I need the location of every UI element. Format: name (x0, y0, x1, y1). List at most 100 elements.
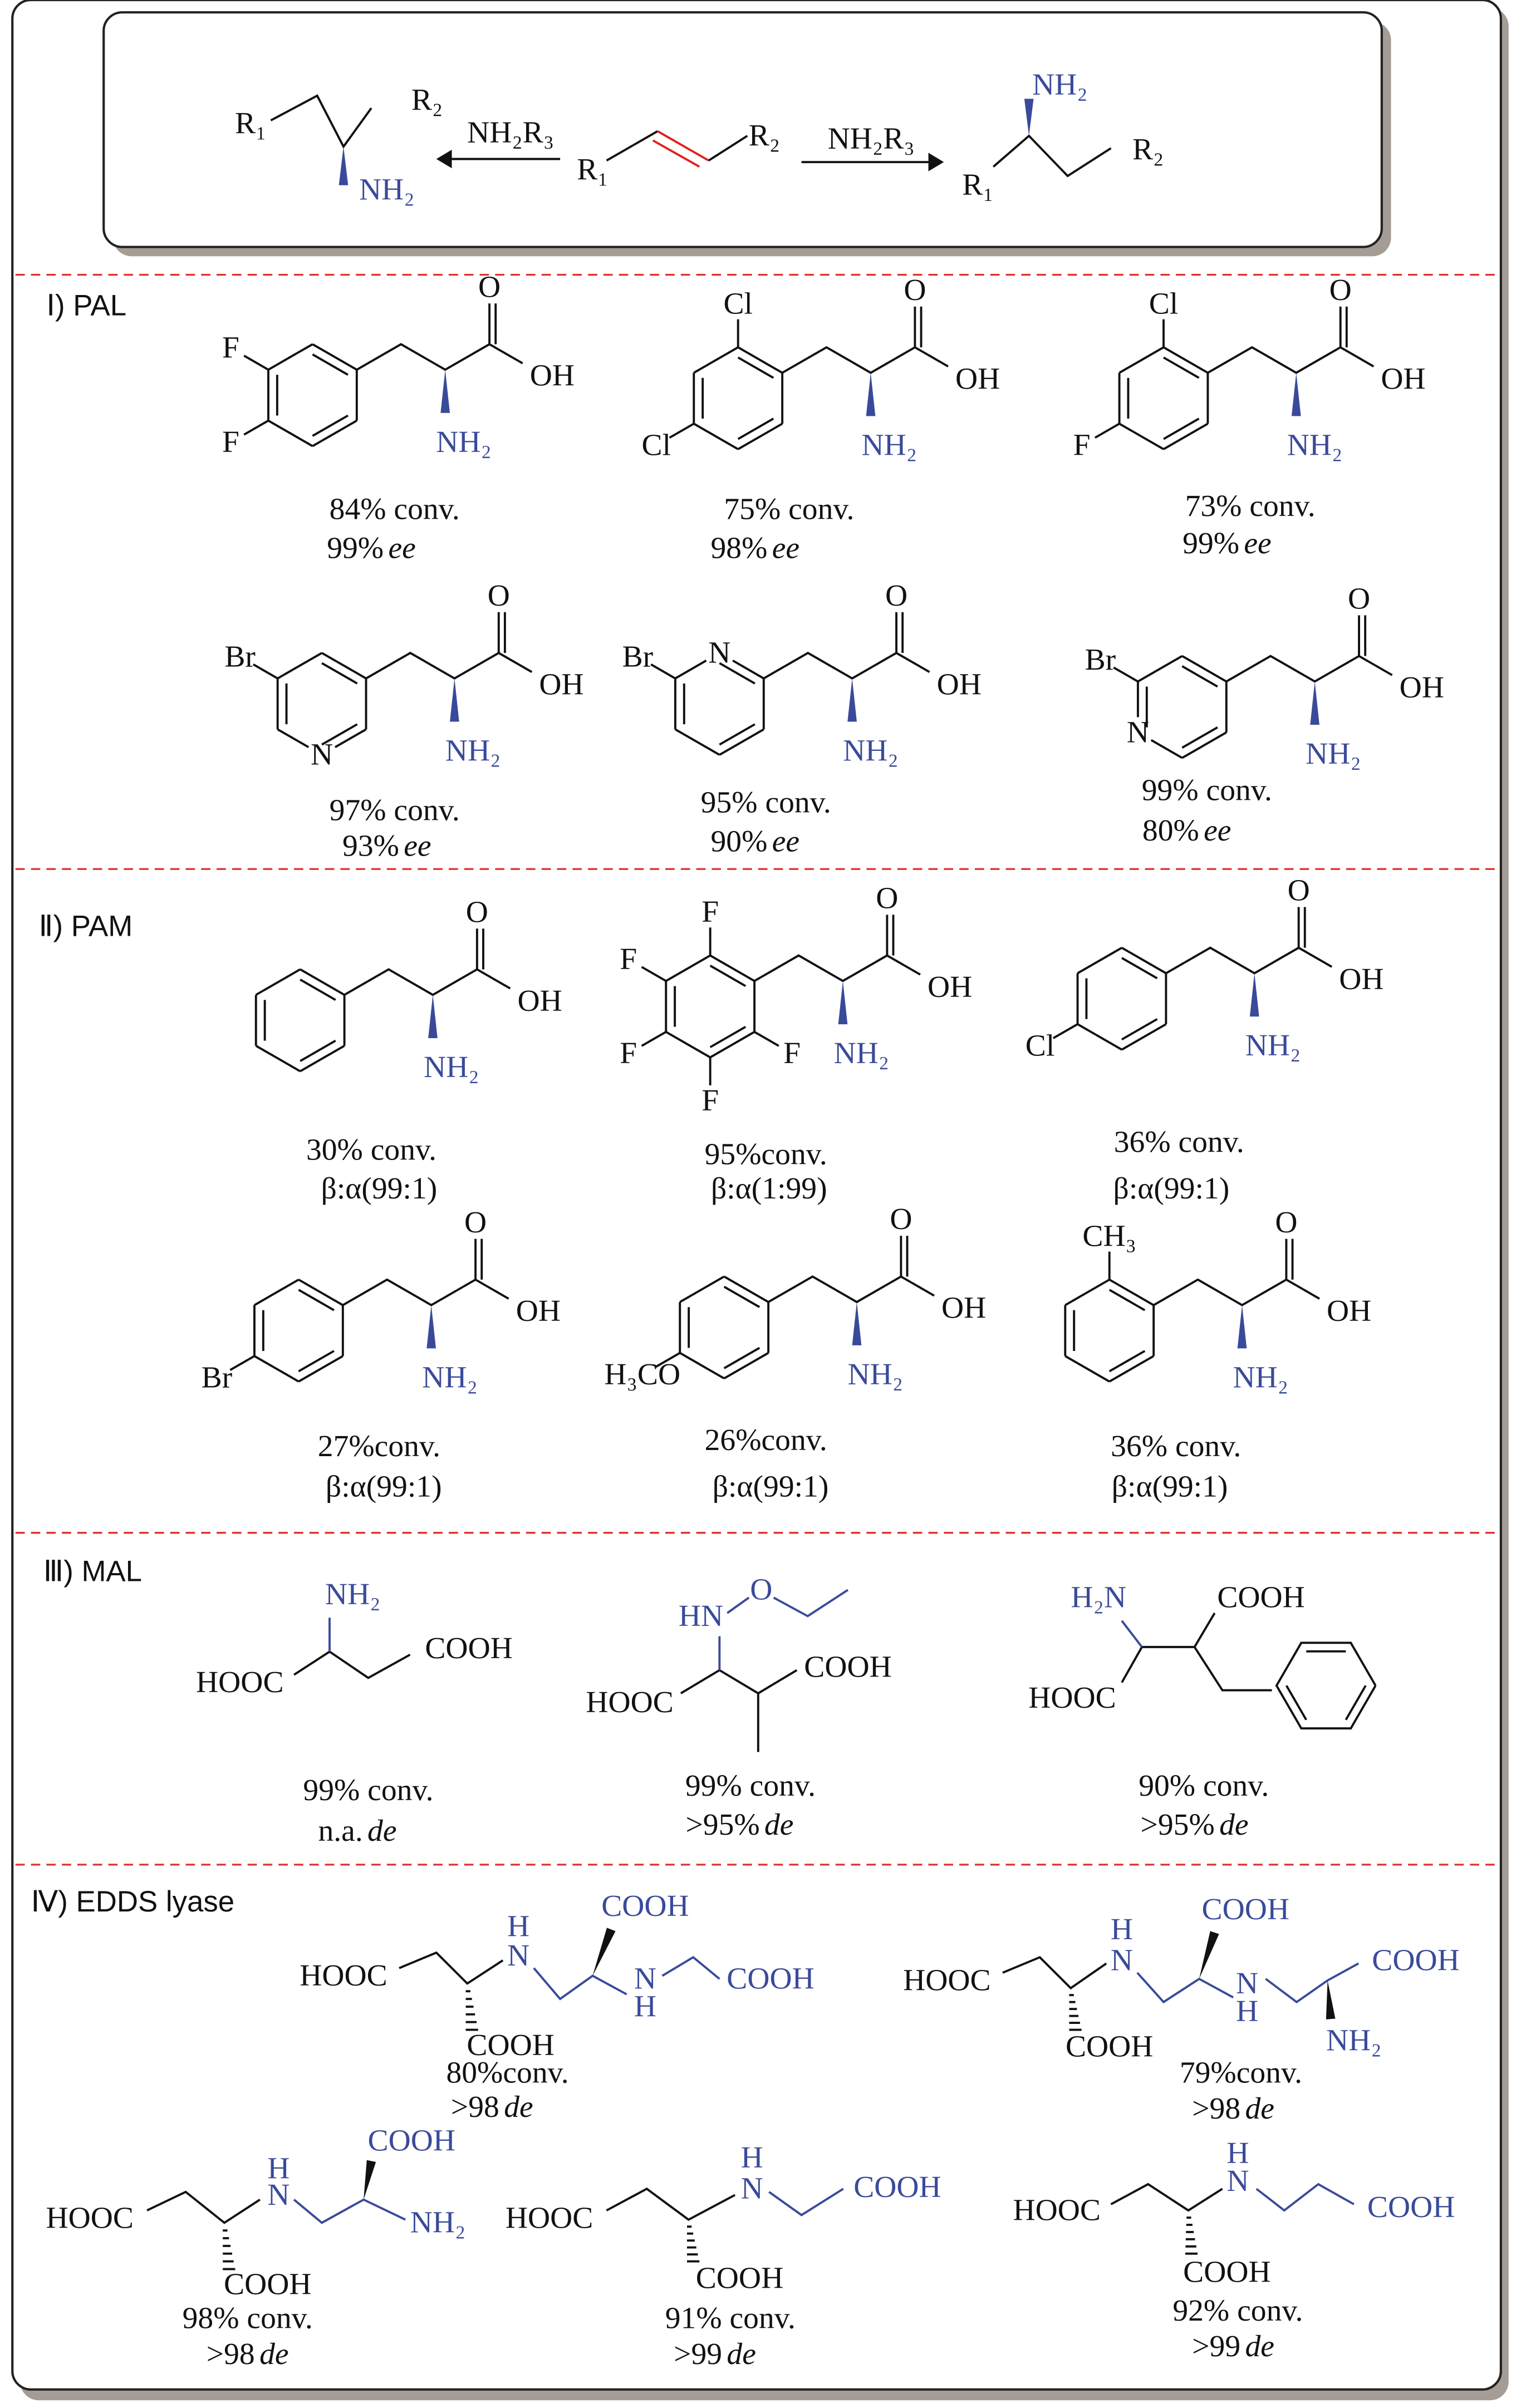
ring-bond (1163, 346, 1209, 374)
oxygen-label: O (904, 273, 926, 307)
ring-bond (1064, 1355, 1110, 1383)
substituent-bond (650, 663, 676, 680)
amine-label: NH₂ (424, 1050, 479, 1084)
ring-bond (674, 728, 720, 756)
selectivity-unit: de (764, 1807, 793, 1841)
selectivity-label: 90%ee (710, 824, 799, 858)
ring-double-bond (1163, 417, 1200, 440)
substituent-bond (641, 966, 667, 982)
ring-bond (665, 1031, 711, 1059)
substituent-bond (243, 419, 269, 436)
ring-double-bond (719, 723, 755, 746)
nh-hydrogen-label: H (741, 2141, 763, 2175)
ring-bond (719, 728, 764, 756)
carboxyl-label: COOH (224, 2268, 311, 2302)
amine-label: NH₂ (833, 1036, 889, 1070)
ring-nitrogen-label: N (708, 636, 730, 670)
carboxyl-label: COOH (1202, 1893, 1289, 1927)
substituent-label: F (222, 331, 239, 365)
conversion-label: 95%conv. (705, 1138, 827, 1172)
ring-double-bond (719, 662, 755, 685)
conversion-label: 99% conv. (685, 1769, 816, 1803)
selectivity-unit: de (367, 1814, 396, 1847)
hydroxyl-label: OH (1381, 362, 1425, 396)
ring-bond (1137, 655, 1183, 682)
ring-bond (1150, 739, 1183, 759)
ring-bond (723, 1352, 769, 1380)
left-nh2-label: NH₂ (359, 173, 415, 207)
ring-bond (709, 954, 755, 982)
substituent-label: F (783, 1036, 801, 1070)
ring-bond (1163, 422, 1209, 450)
substituent-label: F (620, 942, 637, 976)
carboxyl-label: COOH (1367, 2190, 1455, 2224)
amine-label: NH₂ (325, 1578, 381, 1611)
right-arrow-head (928, 153, 944, 171)
oxygen-label: O (464, 1206, 487, 1240)
carboxyl-label: COOH (467, 2028, 554, 2062)
ring-bond (1108, 1279, 1155, 1306)
selectivity-label: 93%ee (342, 829, 431, 863)
ring-bond (298, 1355, 344, 1383)
oxygen-label: O (478, 270, 501, 304)
substituent-label: F (701, 1084, 719, 1118)
methylaspartate-skeleton (680, 1669, 798, 1695)
hydroxyl-label: OH (928, 970, 972, 1004)
aspartate-skeleton (293, 1650, 411, 1679)
hydroxyl-label: OH (539, 667, 583, 701)
hydroxyl-label: OH (1339, 962, 1383, 996)
carboxyl-label: COOH (1217, 1581, 1304, 1615)
hydroxyl-label: OH (1327, 1294, 1371, 1328)
stereo-wedge (428, 995, 438, 1039)
amine-label: NH₂ (422, 1361, 478, 1395)
conversion-label: 36% conv. (1114, 1126, 1244, 1159)
ring-double-bond (321, 662, 358, 685)
amine-label: NH₂ (847, 1358, 903, 1392)
oxygen-label: O (1288, 874, 1310, 908)
selectivity-unit: de (1245, 2330, 1274, 2363)
selectivity-label: >95%de (685, 1807, 793, 1841)
stereo-wedge (1326, 1980, 1336, 2019)
ring-bond (253, 1279, 300, 1306)
edds-skeleton (1136, 1972, 1234, 2004)
selectivity-label: β:α(99:1) (1112, 1470, 1228, 1503)
amine-label: NH₂ (862, 429, 917, 463)
ring-bond (268, 419, 313, 448)
carboxyl-label: COOH (804, 1650, 891, 1684)
edds-skeleton (606, 2187, 736, 2221)
selectivity-value: >99 (674, 2337, 722, 2371)
oxygen-label: O (750, 1573, 772, 1607)
ring-bond (334, 728, 367, 748)
selectivity-label: β:α(99:1) (326, 1470, 442, 1503)
ring-bond (737, 422, 783, 450)
ring-double-bond (1163, 356, 1200, 379)
conversion-label: 79%conv. (1180, 2056, 1302, 2090)
alkene-double-bond (657, 130, 709, 162)
ring-double-bond (321, 723, 358, 746)
amine-label: NH₂ (1245, 1029, 1301, 1063)
selectivity-label: 99%ee (327, 531, 416, 565)
ring-bond (1108, 1355, 1155, 1383)
amine-label: NH₂ (436, 425, 492, 459)
amine-label: NH₂ (410, 2206, 466, 2240)
edds-skeleton (1002, 1955, 1107, 1990)
ring-nitrogen-label: N (311, 738, 333, 772)
ring-double-bond (723, 1346, 760, 1369)
ring-double-bond (1108, 1289, 1146, 1311)
ring-bond (723, 1275, 769, 1303)
selectivity-value: 99% (1183, 527, 1239, 561)
ring-double-bond (1108, 1350, 1146, 1373)
carboxyl-bond (1193, 1612, 1216, 1648)
oxygen-label: O (890, 1202, 912, 1236)
conversion-label: 27%conv. (318, 1429, 440, 1463)
substituent-label: Br (202, 1361, 233, 1395)
selectivity-value: >99 (1192, 2330, 1240, 2363)
left-r2-label: R₂ (411, 83, 443, 117)
substituent-bond (1094, 422, 1120, 439)
ring-bond (300, 968, 345, 996)
right-product-skeleton (993, 134, 1112, 178)
